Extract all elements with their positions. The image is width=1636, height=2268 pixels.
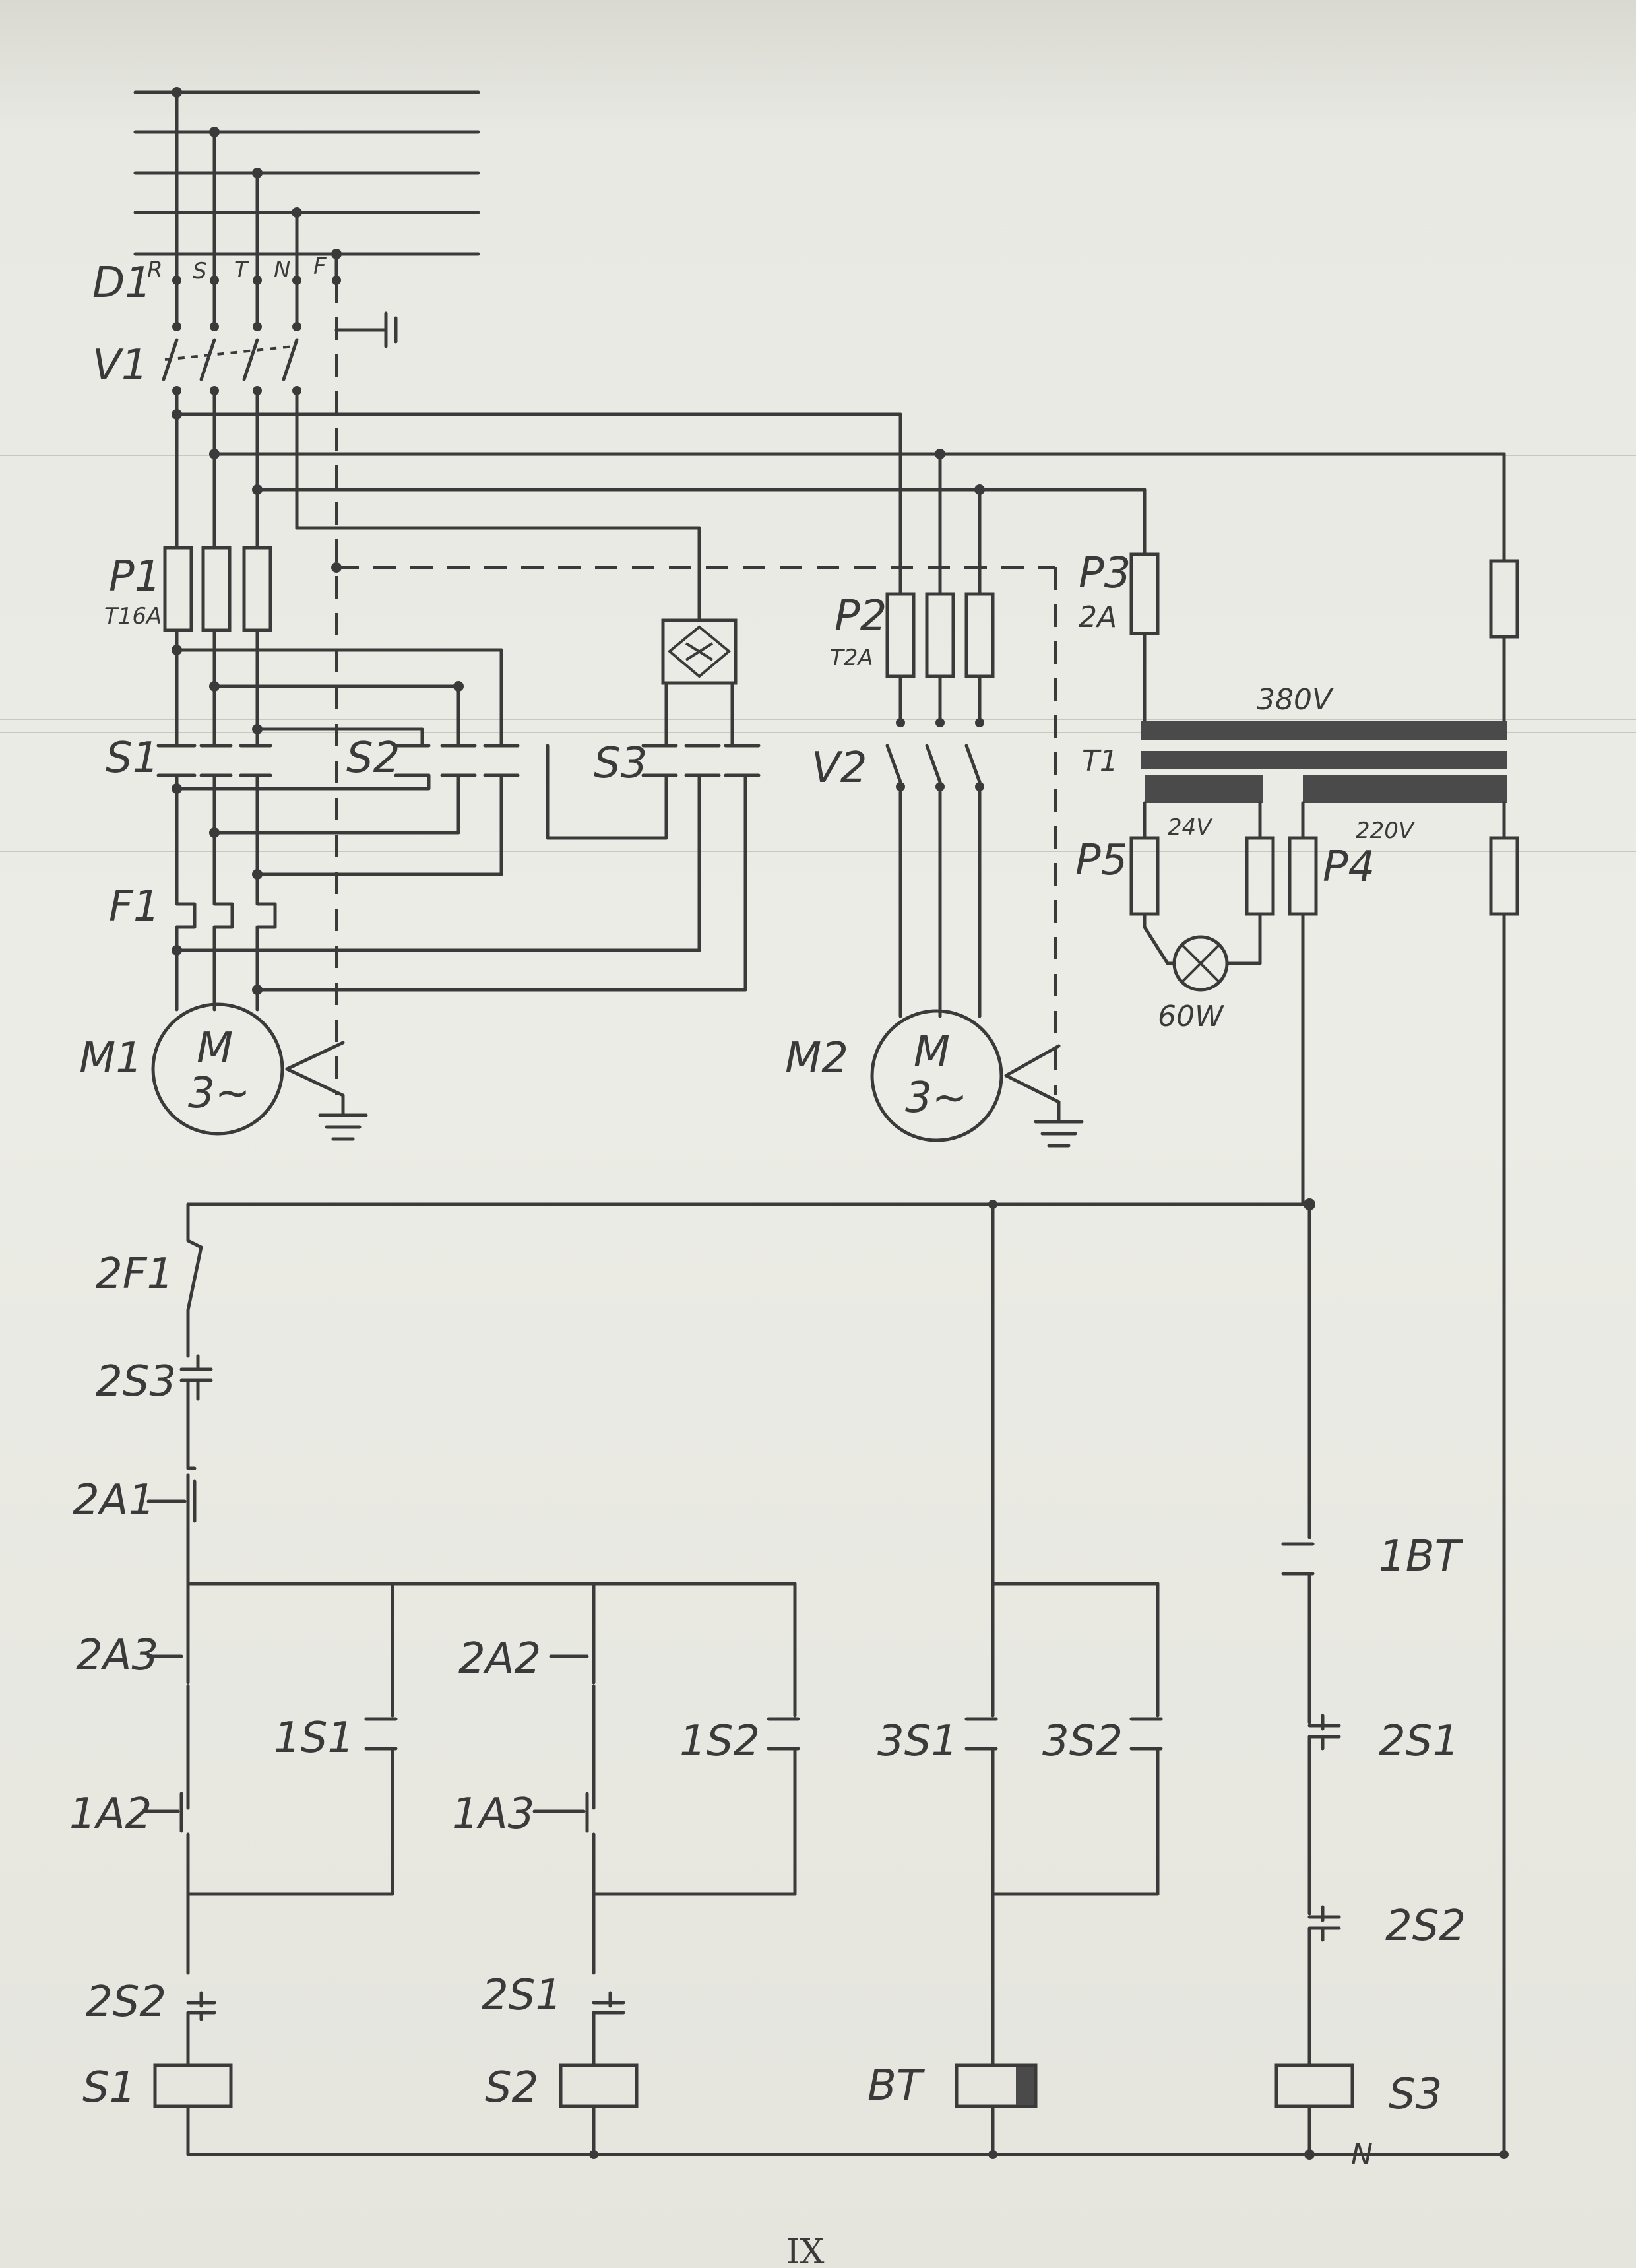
fuse-p3: [1129, 552, 1519, 728]
label-coil-s2: S2: [485, 2063, 538, 2112]
label-terminal-t: T: [234, 257, 249, 283]
label-terminal-s: S: [193, 258, 207, 284]
label-3s2: 3S2: [1042, 1717, 1123, 1766]
page-number: IX: [786, 2232, 825, 2268]
label-24v: 24V: [1168, 814, 1213, 841]
contactor-s1-contacts: [156, 744, 272, 777]
label-2a1: 2A1: [73, 1476, 155, 1525]
label-p3: P3: [1079, 549, 1131, 598]
label-m2: M2: [785, 1034, 848, 1083]
overload-relay-f1: [175, 889, 277, 1012]
label-2s3: 2S3: [96, 1357, 176, 1406]
rectifier-bridge: [661, 618, 738, 748]
control-branch-s3: [1274, 1202, 1354, 2156]
label-s2: S2: [346, 734, 400, 783]
label-2s1-right: 2S1: [1379, 1717, 1459, 1766]
label-1s2: 1S2: [679, 1717, 760, 1766]
label-p1: P1: [109, 552, 161, 601]
label-p5: P5: [1075, 836, 1127, 885]
fuse-p1: [163, 546, 342, 632]
contactor-s3-contacts: [641, 744, 761, 777]
label-p4: P4: [1323, 843, 1375, 891]
label-1a3: 1A3: [452, 1790, 534, 1838]
distribution-bus: [172, 394, 1506, 622]
label-2a3: 2A3: [76, 1631, 158, 1680]
label-m2-type: 3~: [905, 1074, 967, 1122]
supply-bus: [133, 87, 480, 279]
label-d1: D1: [92, 259, 152, 308]
control-branch-s2: [391, 1582, 800, 2156]
label-terminal-n: N: [274, 257, 290, 283]
label-p2-rating: T2A: [830, 645, 873, 671]
main-switch-d1: [172, 276, 341, 331]
label-p2: P2: [834, 592, 887, 641]
label-380v: 380V: [1257, 683, 1334, 717]
isolator-v1: [162, 338, 301, 395]
control-branch-bt: [955, 1202, 1163, 2156]
transformer-t1: [1141, 721, 1507, 803]
label-neutral: N: [1351, 2138, 1373, 2172]
label-coil-s3: S3: [1389, 2070, 1442, 2119]
contactor-s2-contacts: [394, 744, 520, 777]
label-coil-bt: BT: [867, 2061, 926, 2110]
label-2a2: 2A2: [458, 1635, 541, 1683]
control-top-rail: [186, 1198, 1315, 1243]
label-2f1: 2F1: [96, 1250, 173, 1299]
label-terminal-f: F: [313, 253, 327, 280]
label-f1: F1: [109, 882, 160, 931]
motor-m2: [870, 1009, 1084, 1148]
label-2s2-left: 2S2: [86, 1978, 166, 2026]
label-1bt: 1BT: [1379, 1532, 1464, 1581]
label-1s1: 1S1: [274, 1714, 354, 1763]
transformer-secondaries: [1129, 801, 1519, 2156]
label-60w: 60W: [1158, 1000, 1224, 1033]
label-s3: S3: [594, 739, 647, 788]
motor-m1: [151, 1002, 368, 1141]
p1-outputs: [172, 628, 503, 748]
label-v1: V1: [92, 341, 148, 390]
label-v2: V2: [811, 744, 867, 793]
label-m1-type: 3~: [188, 1069, 250, 1118]
label-t1: T1: [1082, 744, 1118, 778]
label-m1: M1: [79, 1034, 142, 1083]
label-m2-symbol: M: [914, 1027, 950, 1076]
motor-m1-wiring: [172, 744, 747, 995]
isolator-v2: [885, 744, 984, 1018]
fuse-p2: [885, 592, 995, 727]
label-3s1: 3S1: [877, 1717, 958, 1766]
label-terminal-r: R: [147, 257, 163, 283]
control-branch-s1: [143, 1239, 398, 2156]
label-s1: S1: [106, 734, 159, 783]
labels: D1 R S T N F V1 P1 T16A S1 S2 S3 F1 M1 M…: [69, 253, 1466, 2268]
label-2s1-mid: 2S1: [482, 1971, 562, 2020]
label-p1-rating: T16A: [104, 603, 162, 630]
label-220v: 220V: [1356, 818, 1416, 844]
neutral-rail: [186, 2149, 1509, 2160]
label-1a2: 1A2: [69, 1790, 152, 1838]
label-p3-rating: 2A: [1079, 600, 1117, 634]
label-m1-symbol: M: [197, 1024, 233, 1073]
lamp-60w: [1172, 935, 1229, 992]
label-coil-s1: S1: [82, 2063, 136, 2112]
label-2s2-right: 2S2: [1385, 1902, 1466, 1951]
